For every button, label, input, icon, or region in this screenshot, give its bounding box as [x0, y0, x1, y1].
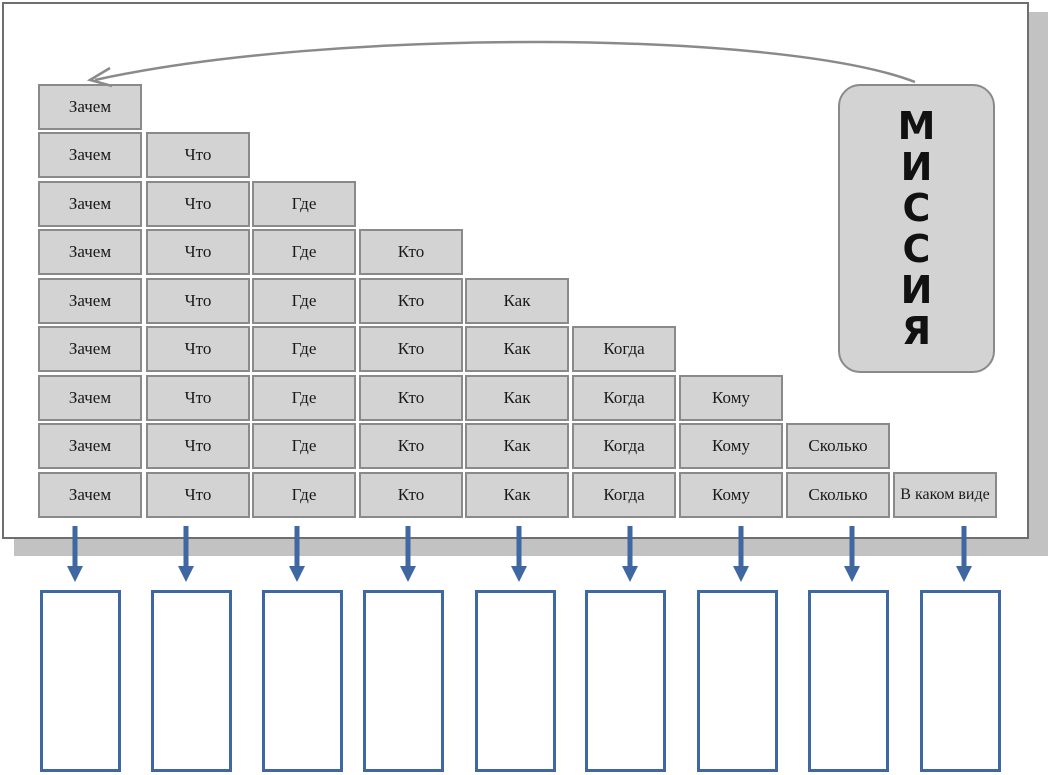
- question-cell-r5-c5: Как: [465, 278, 569, 324]
- question-cell-r6-c4: Кто: [359, 326, 463, 372]
- down-arrow-head-8: [844, 566, 860, 582]
- question-cell-r7-c4: Кто: [359, 375, 463, 421]
- question-cell-r8-c8: Сколько: [786, 423, 890, 469]
- down-arrow-head-1: [67, 566, 83, 582]
- question-cell-r7-c7: Кому: [679, 375, 783, 421]
- mission-letter-2: И: [900, 144, 933, 189]
- question-cell-r7-c2: Что: [146, 375, 250, 421]
- question-cell-r5-c3: Где: [252, 278, 356, 324]
- question-cell-r9-c7: Кому: [679, 472, 783, 518]
- down-arrow-head-2: [178, 566, 194, 582]
- question-cell-r9-c9: В каком виде: [893, 472, 997, 518]
- question-cell-r4-c1: Зачем: [38, 229, 142, 275]
- question-cell-r6-c3: Где: [252, 326, 356, 372]
- output-box-6: [585, 590, 666, 772]
- question-cell-r6-c2: Что: [146, 326, 250, 372]
- question-cell-r4-c4: Кто: [359, 229, 463, 275]
- output-box-7: [697, 590, 778, 772]
- question-cell-r7-c1: Зачем: [38, 375, 142, 421]
- question-cell-r9-c4: Кто: [359, 472, 463, 518]
- down-arrow-head-6: [622, 566, 638, 582]
- down-arrow-head-9: [956, 566, 972, 582]
- mission-letter-5: И: [900, 267, 933, 312]
- question-cell-r4-c2: Что: [146, 229, 250, 275]
- question-cell-r8-c7: Кому: [679, 423, 783, 469]
- question-cell-r3-c3: Где: [252, 181, 356, 227]
- output-box-8: [808, 590, 889, 772]
- question-cell-r9-c8: Сколько: [786, 472, 890, 518]
- mission-letter-6: Я: [901, 308, 932, 353]
- question-cell-r8-c4: Кто: [359, 423, 463, 469]
- down-arrow-head-7: [733, 566, 749, 582]
- question-cell-r1-c1: Зачем: [38, 84, 142, 130]
- question-cell-r7-c5: Как: [465, 375, 569, 421]
- output-box-1: [40, 590, 121, 772]
- output-box-3: [262, 590, 343, 772]
- output-box-9: [920, 590, 1001, 772]
- question-cell-r5-c4: Кто: [359, 278, 463, 324]
- mission-letter-4: С: [902, 226, 931, 271]
- question-cell-r9-c1: Зачем: [38, 472, 142, 518]
- down-arrow-head-3: [289, 566, 305, 582]
- question-cell-r7-c3: Где: [252, 375, 356, 421]
- question-cell-r6-c1: Зачем: [38, 326, 142, 372]
- question-cell-r8-c2: Что: [146, 423, 250, 469]
- question-cell-r2-c2: Что: [146, 132, 250, 178]
- question-cell-r5-c2: Что: [146, 278, 250, 324]
- question-cell-r4-c3: Где: [252, 229, 356, 275]
- output-box-2: [151, 590, 232, 772]
- question-cell-r5-c1: Зачем: [38, 278, 142, 324]
- mission-letter-1: М: [897, 103, 936, 148]
- question-cell-r8-c5: Как: [465, 423, 569, 469]
- question-cell-r3-c2: Что: [146, 181, 250, 227]
- output-box-5: [475, 590, 556, 772]
- question-cell-r6-c5: Как: [465, 326, 569, 372]
- question-cell-r9-c6: Когда: [572, 472, 676, 518]
- down-arrow-head-5: [511, 566, 527, 582]
- question-cell-r3-c1: Зачем: [38, 181, 142, 227]
- question-cell-r6-c6: Когда: [572, 326, 676, 372]
- down-arrow-head-4: [400, 566, 416, 582]
- question-cell-r8-c3: Где: [252, 423, 356, 469]
- question-cell-r9-c2: Что: [146, 472, 250, 518]
- output-box-4: [363, 590, 444, 772]
- question-cell-r9-c3: Где: [252, 472, 356, 518]
- question-cell-r8-c1: Зачем: [38, 423, 142, 469]
- question-cell-r2-c1: Зачем: [38, 132, 142, 178]
- question-cell-r8-c6: Когда: [572, 423, 676, 469]
- mission-letter-3: С: [902, 185, 931, 230]
- question-cell-r9-c5: Как: [465, 472, 569, 518]
- question-cell-r7-c6: Когда: [572, 375, 676, 421]
